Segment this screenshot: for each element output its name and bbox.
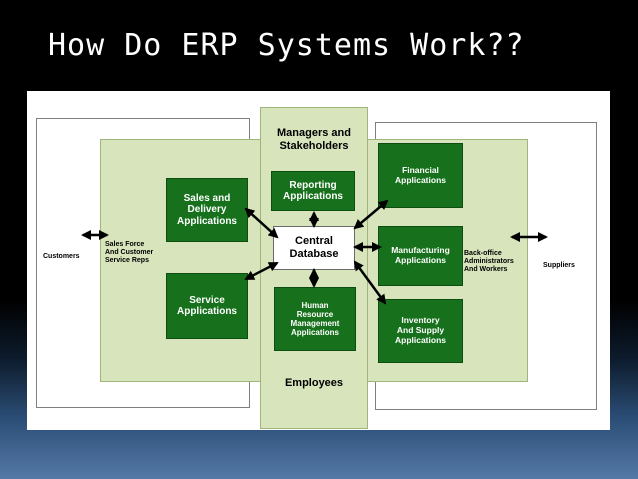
financial-label: Financial Applications bbox=[394, 164, 446, 185]
manufacturing-label: Manufacturing Applications bbox=[391, 245, 450, 265]
inventory-module: Inventory And Supply Applications bbox=[378, 299, 463, 363]
back-office-label: Back-office Administrators And Workers bbox=[464, 250, 514, 274]
service-label: Service Applications bbox=[176, 294, 237, 318]
hr-module: Human Resource Management Applications bbox=[274, 287, 356, 351]
arrow-financial bbox=[353, 199, 389, 230]
arrow-sales bbox=[244, 207, 279, 239]
sales-delivery-module: Sales and Delivery Applications bbox=[166, 178, 248, 242]
inventory-label: Inventory And Supply Applications bbox=[394, 315, 446, 345]
arrow-inventory bbox=[353, 260, 387, 305]
connector-arrows bbox=[81, 199, 548, 305]
hr-label: Human Resource Management Applications bbox=[290, 300, 340, 338]
employees-label: Employees bbox=[284, 377, 344, 389]
financial-module: Financial Applications bbox=[378, 143, 463, 208]
reporting-module: Reporting Applications bbox=[271, 171, 355, 211]
managers-label: Managers and Stakeholders bbox=[277, 127, 351, 152]
reporting-label: Reporting Applications bbox=[282, 179, 343, 203]
erp-diagram: Managers and Stakeholders Employees Cust… bbox=[27, 91, 610, 430]
manufacturing-module: Manufacturing Applications bbox=[378, 226, 463, 286]
sales-delivery-label: Sales and Delivery Applications bbox=[176, 192, 237, 227]
sales-force-label: Sales Force And Customer Service Reps bbox=[105, 241, 154, 265]
suppliers-label: Suppliers bbox=[543, 262, 575, 269]
central-database-label: Central Database bbox=[289, 234, 339, 260]
arrow-service bbox=[244, 261, 279, 281]
customers-label: Customers bbox=[43, 253, 80, 260]
slide-title: How Do ERP Systems Work?? bbox=[48, 28, 525, 63]
service-module: Service Applications bbox=[166, 273, 248, 339]
